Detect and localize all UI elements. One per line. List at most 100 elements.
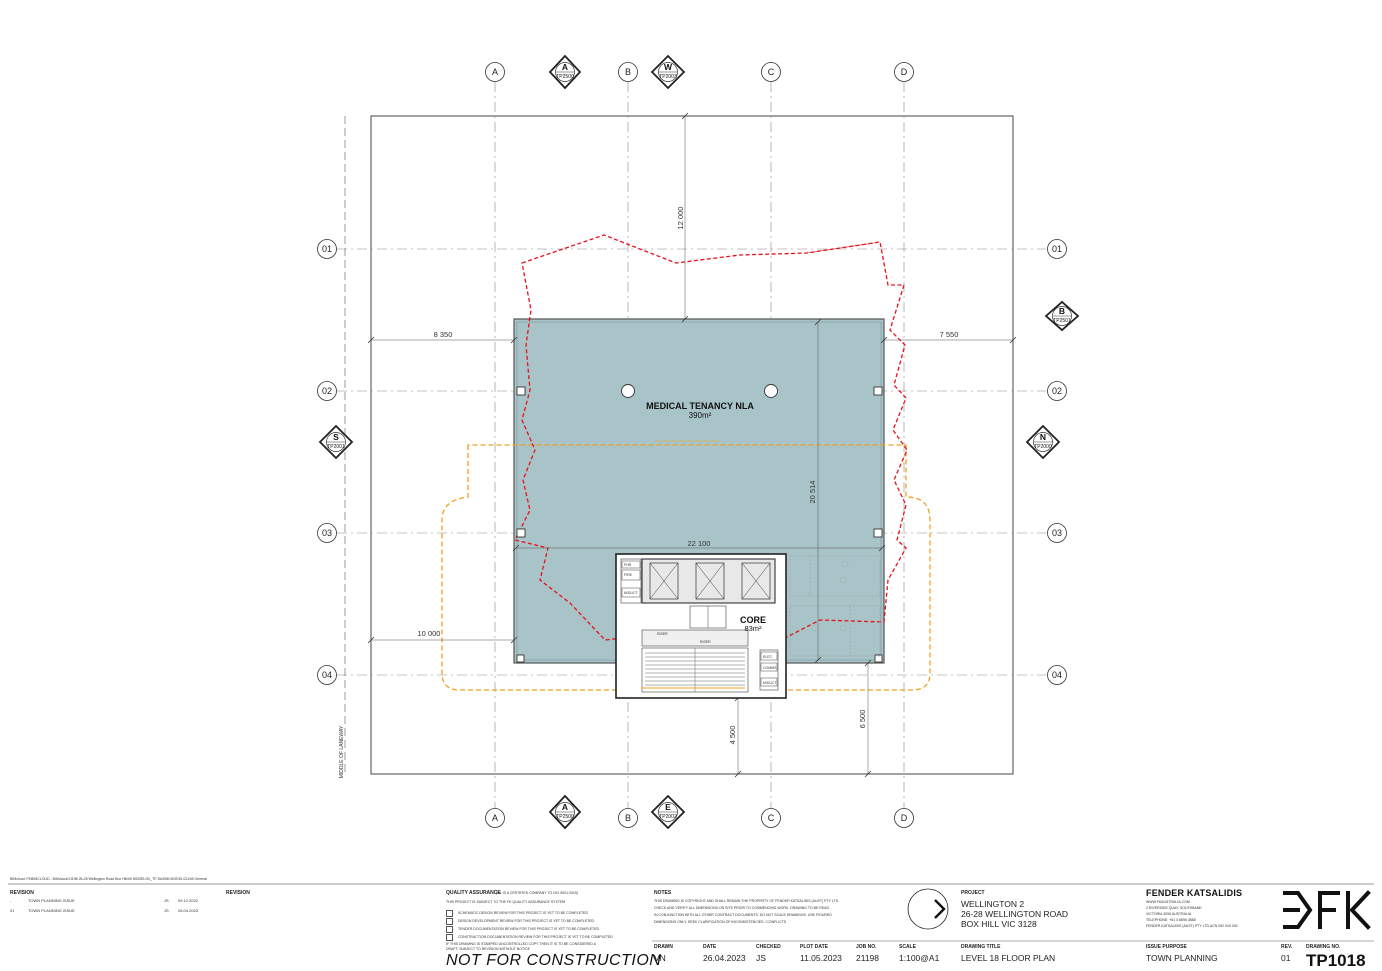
firm-address-1: 2 RIVERSIDE QUAY, SOUTHBANK — [1146, 906, 1202, 910]
svg-text:TP2000: TP2000 — [1034, 444, 1052, 450]
grid-right-01: 01 — [1052, 244, 1062, 254]
scale-label: SCALE — [899, 944, 916, 950]
job-no-value: 21198 — [856, 953, 880, 963]
rev-description: TOWN PLANNING ISSUE — [28, 908, 75, 913]
dim-top-setback: 12 000 — [676, 207, 685, 230]
svg-text:M/DUCT: M/DUCT — [763, 681, 777, 685]
rev-description: TOWN PLANNING ISSUE — [28, 898, 75, 903]
svg-text:N: N — [1040, 432, 1046, 442]
revision-heading: REVISION — [10, 890, 34, 896]
grid-top-b: B — [625, 67, 631, 77]
revision-row-1: - TOWN PLANNING ISSUE JS 09.12.2022 — [10, 898, 198, 903]
dim-left-setback: 8 350 — [434, 330, 453, 339]
firm-website: WWW.FKAUSTRALIA.COM — [1146, 900, 1190, 904]
qa-heading: QUALITY ASSURANCE — [446, 890, 501, 896]
revision-heading-2: REVISION — [226, 890, 250, 896]
tenancy-name: MEDICAL TENANCY NLA — [646, 401, 754, 411]
dim-core-bottom: 4 500 — [728, 726, 737, 745]
dimension-labels: 12 000 8 350 7 550 20 514 22 100 10 000 … — [418, 207, 959, 745]
svg-text:RISER: RISER — [700, 640, 711, 644]
plot-date-label: PLOT DATE — [800, 944, 828, 950]
north-arrow-icon — [907, 888, 949, 930]
grid-top-d: D — [901, 67, 908, 77]
svg-text:TP2500: TP2500 — [556, 814, 574, 820]
amenity-rooms — [789, 555, 881, 657]
note-1: THIS DRAWING IS COPYRIGHT AND SHALL REMA… — [654, 899, 839, 903]
svg-text:ELEC: ELEC — [763, 655, 773, 659]
structural-columns — [516, 384, 883, 663]
section-marker-left-s: S TP2001 — [318, 424, 354, 460]
checked-label: CHECKED — [756, 944, 781, 950]
svg-text:E: E — [665, 802, 671, 812]
svg-text:TP2501: TP2501 — [1053, 318, 1071, 324]
qa-checkbox-3[interactable] — [446, 926, 453, 933]
title-block-rules — [8, 883, 1374, 942]
firm-telephone: TELEPHONE: +61 3 8696 3888 — [1146, 918, 1196, 922]
qa-note-1: IF THIS DRAWING IS STAMPED UNCONTROLLED … — [446, 942, 596, 946]
section-marker-bottom-e: E TP2002 — [650, 794, 686, 830]
bim-path: BIMcloud: FKBIMCLOUD - BIMcloud/21198 26… — [10, 877, 207, 881]
firm-name: FENDER KATSALIDIS — [1146, 888, 1243, 898]
issue-purpose-value: TOWN PLANNING — [1146, 953, 1218, 963]
grid-bottom-c: C — [768, 813, 775, 823]
site-boundary — [370, 115, 1014, 775]
svg-text:W: W — [664, 62, 673, 72]
project-label: PROJECT — [961, 890, 985, 896]
qa-item-4: CONSTRUCTION DOCUMENTATION REVIEW FOR TH… — [458, 935, 613, 939]
firm-acn: FENDER KATSALIDIS (AUST) PTY LTD ACN 092… — [1146, 924, 1238, 928]
grid-right-02: 02 — [1052, 386, 1062, 396]
dim-right-setback: 7 550 — [940, 330, 959, 339]
fk-logo — [1283, 890, 1371, 930]
dimension-lines — [371, 116, 1013, 774]
qa-subject: THIS PROJECT IS SUBJECT TO THE FK QUALIT… — [446, 900, 566, 904]
project-line-2: 26-28 WELLINGTON ROAD — [961, 909, 1069, 919]
not-for-construction-stamp: NOT FOR CONSTRUCTION — [446, 952, 662, 969]
column-bubbles — [317, 62, 1067, 828]
qa-note-2: DRAFT, SUBJECT TO REVISION WITHOUT NOTIC… — [446, 947, 530, 951]
qa-item-3: TENDER DOCUMENTATION REVIEW FOR THIS PRO… — [458, 927, 600, 931]
core-area: 83m² — [744, 624, 762, 633]
red-label-leader — [805, 242, 875, 254]
svg-text:TP2003: TP2003 — [659, 74, 677, 80]
grid-bubble-labels: A B C D A B C D 01 02 03 04 01 02 03 04 — [322, 67, 1062, 823]
rev-date: 09.12.2022 — [178, 898, 199, 903]
rev-by: JS — [164, 908, 169, 913]
qa-checkbox-2[interactable] — [446, 918, 453, 925]
checked-value: JS — [756, 953, 766, 963]
qa-checkbox-1[interactable] — [446, 910, 453, 917]
dim-floor-width: 22 100 — [688, 539, 711, 548]
grid-bottom-d: D — [901, 813, 908, 823]
dim-left-lower: 10 000 — [418, 629, 441, 638]
svg-text:B: B — [1059, 306, 1065, 316]
qa-item-2: DESIGN DEVELOPMENT REVIEW FOR THIS PROJE… — [458, 919, 595, 923]
rev-value: 01 — [1281, 953, 1291, 963]
dim-right-bottom: 6 500 — [858, 710, 867, 729]
grid-top-a: A — [492, 67, 498, 77]
grid-left-04: 04 — [322, 670, 332, 680]
notes-heading: NOTES — [654, 890, 672, 896]
rev-by: JS — [164, 898, 169, 903]
svg-text:RISER: RISER — [657, 632, 668, 636]
current-envelope-outline — [514, 234, 908, 641]
drawing-title-value: LEVEL 18 FLOOR PLAN — [961, 953, 1056, 963]
svg-text:TP2002: TP2002 — [659, 814, 677, 820]
section-marker-right-n: N TP2000 — [1025, 424, 1061, 460]
rev-marker: - — [10, 898, 12, 903]
section-marker-right-b: B TP2501 — [1044, 300, 1080, 332]
grid-bottom-a: A — [492, 813, 498, 823]
svg-text:FHR: FHR — [624, 563, 632, 567]
rev-date: 26.04.2023 — [178, 908, 199, 913]
qa-checkbox-4[interactable] — [446, 934, 453, 941]
section-marker-top-w: W TP2003 — [650, 54, 686, 90]
grid-left-02: 02 — [322, 386, 332, 396]
grid-bottom-b: B — [625, 813, 631, 823]
rev-marker: 01 — [10, 908, 15, 913]
date-value: 26.04.2023 — [703, 953, 746, 963]
drawing-title-label: DRAWING TITLE — [961, 944, 1001, 950]
date-label: DATE — [703, 944, 717, 950]
section-marker-top-a: A TP2500 — [548, 54, 582, 90]
project-line-3: BOX HILL VIC 3128 — [961, 919, 1037, 929]
project-line-1: WELLINGTON 2 — [961, 899, 1025, 909]
note-2: CHECK AND VERIFY ALL DIMENSIONS ON SITE … — [654, 906, 830, 910]
